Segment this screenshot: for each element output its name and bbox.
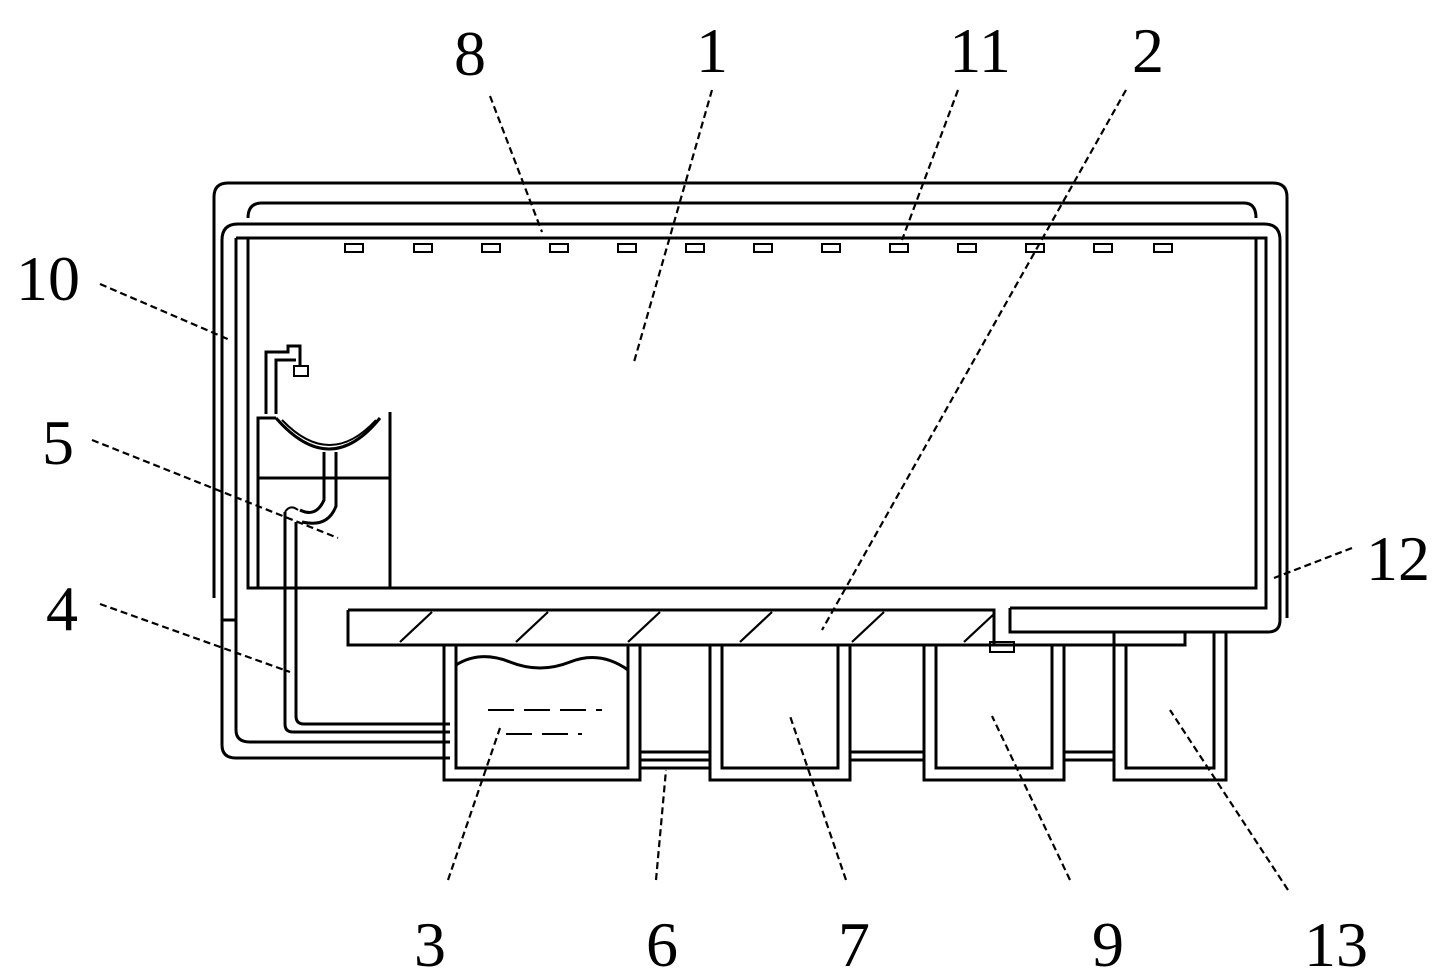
lower-housing [220,620,450,760]
base-plate [346,608,1200,653]
callout-13: 13 [1304,909,1368,979]
leader-lines [91,89,1353,891]
callout-12: 12 [1366,523,1430,594]
callout-4: 4 [46,573,78,644]
callout-6: 6 [646,909,678,979]
tank-7 [708,645,852,782]
water-tank [442,645,642,782]
callout-9: 9 [1092,909,1124,979]
callout-7: 7 [838,909,870,979]
callout-5: 5 [42,407,74,478]
nozzle-row [344,243,1173,253]
callout-2: 2 [1132,15,1164,86]
pump-assembly [256,344,392,588]
callout-10: 10 [16,243,80,314]
outer-frame [212,181,1289,618]
callout-11: 11 [949,15,1011,86]
callout-1: 1 [696,15,728,86]
pipe [283,506,450,734]
tank-9 [922,645,1066,782]
connector [640,750,1114,770]
main-tank [220,222,1282,634]
callout-3: 3 [414,909,446,979]
tank-13 [1112,632,1228,782]
callout-8: 8 [454,18,486,89]
